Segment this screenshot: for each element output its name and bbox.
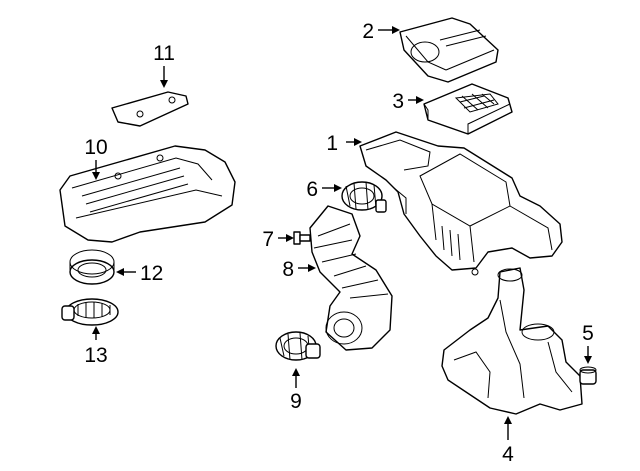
callout-11: 11 [153, 42, 175, 65]
part-12-ring [69, 249, 115, 285]
part-7-screw [293, 231, 311, 245]
part-13-clamp [61, 298, 119, 326]
callout-9: 9 [290, 390, 302, 413]
callout-12: 12 [140, 262, 163, 285]
part-6-clamp [341, 181, 387, 213]
callout-10: 10 [84, 136, 107, 159]
callout-5: 5 [582, 322, 594, 345]
callout-2: 2 [362, 20, 374, 43]
callout-labels: 1 2 3 4 5 6 7 8 9 10 11 12 13 [84, 20, 594, 466]
callout-6: 6 [306, 178, 318, 201]
part-2-top-cover [399, 17, 499, 83]
callout-3: 3 [392, 90, 404, 113]
part-11-bracket [111, 91, 189, 127]
callout-4: 4 [502, 443, 514, 466]
part-1-air-cleaner-housing [359, 131, 563, 276]
callout-8: 8 [282, 258, 294, 281]
part-10-engine-cover [59, 145, 236, 243]
callout-7: 7 [262, 228, 274, 251]
leader-lines [92, 26, 592, 440]
part-5-grommet [579, 366, 597, 385]
part-3-filter-element [423, 83, 513, 135]
part-4-resonator [441, 267, 583, 415]
callout-1: 1 [326, 132, 338, 155]
part-9-clamp [275, 331, 321, 361]
part-8-intake-duct [309, 205, 393, 351]
callout-13: 13 [84, 344, 107, 367]
